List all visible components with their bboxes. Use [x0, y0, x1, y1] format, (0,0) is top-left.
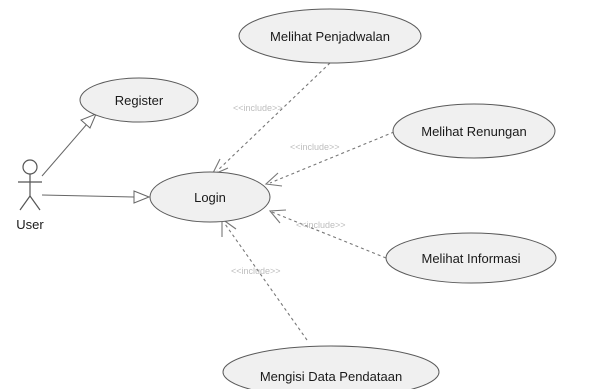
- actor-label: User: [16, 217, 44, 232]
- include-line: [224, 223, 308, 341]
- include-informasi-login[interactable]: <<include>>: [268, 209, 387, 259]
- include-arrowhead: [264, 172, 283, 187]
- usecase-melihat-renungan[interactable]: Melihat Renungan: [392, 103, 556, 159]
- usecase-ellipse: [79, 77, 199, 123]
- association-user-login[interactable]: [41, 190, 151, 204]
- usecase-register[interactable]: Register: [79, 77, 199, 123]
- include-label: <<include>>: [296, 220, 346, 230]
- actor-right-leg: [29, 195, 41, 211]
- usecase-label: Login: [194, 190, 226, 205]
- usecase-ellipse: [392, 103, 556, 159]
- usecase-label: Melihat Penjadwalan: [270, 29, 390, 44]
- usecase-melihat-penjadwalan[interactable]: Melihat Penjadwalan: [238, 8, 422, 64]
- association-line: [41, 123, 88, 177]
- actor-left-leg: [19, 195, 31, 211]
- include-line: [216, 62, 331, 172]
- include-penjadwalan-login[interactable]: <<include>>: [210, 62, 331, 177]
- usecase-ellipse: [385, 232, 557, 284]
- include-pendataan-login[interactable]: <<include>>: [221, 217, 308, 341]
- usecase-ellipse: [238, 8, 422, 64]
- usecase-label: Melihat Informasi: [422, 251, 521, 266]
- association-arrowhead: [133, 190, 151, 204]
- actor-user[interactable]: User: [16, 159, 44, 232]
- usecase-label: Register: [115, 93, 164, 108]
- usecase-ellipse: [149, 171, 271, 223]
- include-line: [271, 211, 387, 259]
- usecase-ellipse: [222, 345, 440, 389]
- association-arrowhead: [80, 113, 97, 129]
- include-arrowhead: [268, 209, 287, 224]
- association-line: [41, 194, 135, 198]
- usecase-melihat-informasi[interactable]: Melihat Informasi: [385, 232, 557, 284]
- usecase-label: Mengisi Data Pendataan: [260, 369, 402, 384]
- usecase-mengisi-data-pendataan[interactable]: Mengisi Data Pendataan: [222, 345, 440, 389]
- usecase-login[interactable]: Login: [149, 171, 271, 223]
- include-label: <<include>>: [233, 103, 283, 113]
- actor-head: [22, 159, 38, 175]
- usecase-label: Melihat Renungan: [421, 124, 527, 139]
- include-renungan-login[interactable]: <<include>>: [264, 131, 395, 187]
- include-line: [269, 131, 395, 184]
- include-label: <<include>>: [231, 266, 281, 276]
- association-user-register[interactable]: [41, 113, 97, 177]
- include-label: <<include>>: [290, 142, 340, 152]
